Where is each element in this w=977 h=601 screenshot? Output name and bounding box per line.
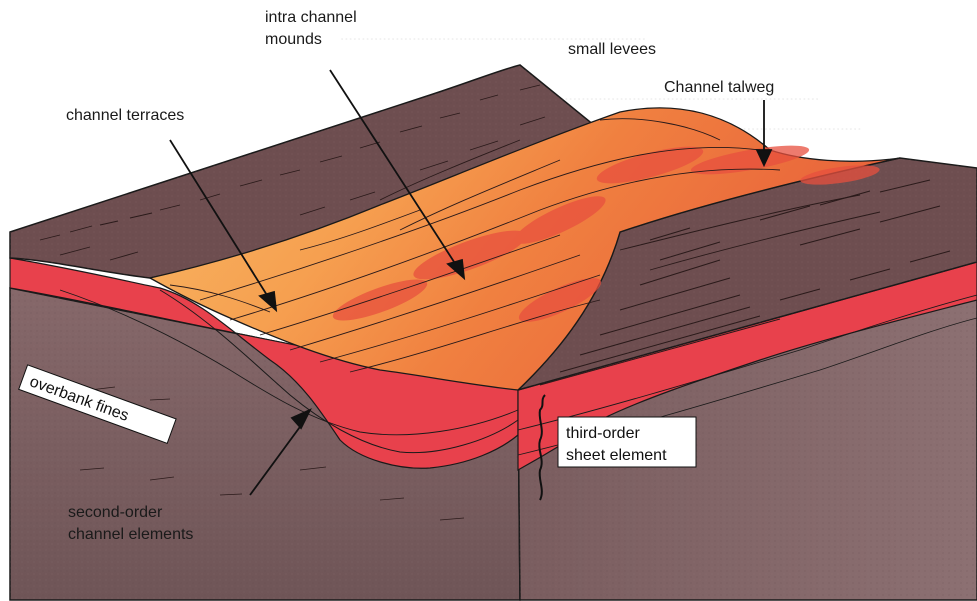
label-intra-channel-mounds-1: intra channel <box>265 9 357 26</box>
label-channel-talweg: Channel talweg <box>664 79 774 96</box>
label-third-order-1: third-order <box>566 425 640 442</box>
label-intra-channel-mounds-2: mounds <box>265 31 322 48</box>
label-second-order-1: second-order <box>68 504 163 521</box>
label-small-levees: small levees <box>568 41 656 58</box>
label-third-order-2: sheet element <box>566 447 667 464</box>
label-second-order-2: channel elements <box>68 526 193 543</box>
label-channel-terraces: channel terraces <box>66 107 184 124</box>
